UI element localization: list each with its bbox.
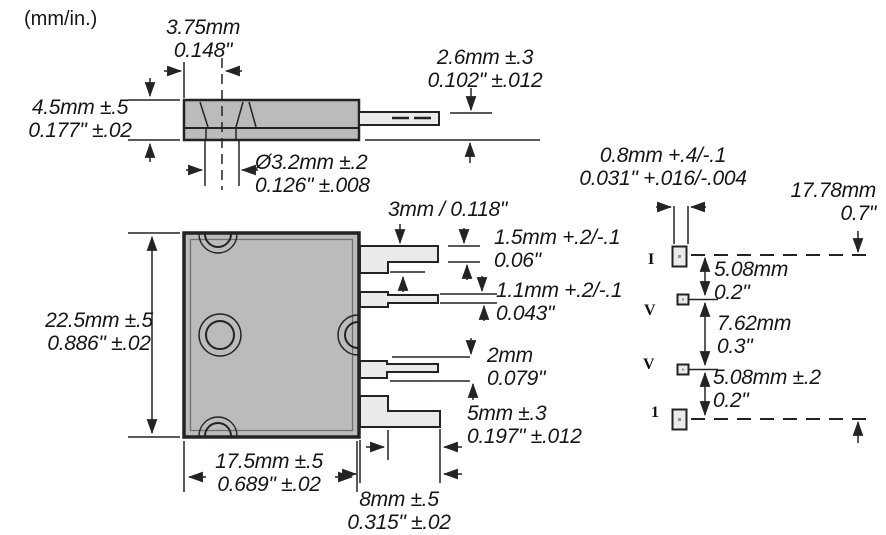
dim-text-line: 0.689" ±.02 xyxy=(217,473,321,496)
dim-lines-lead-tip-width xyxy=(656,201,706,244)
dim-lines-lead2-thickness xyxy=(440,276,497,321)
dim-text-line: 22.5mm ±.5 xyxy=(45,309,153,332)
lead-4 xyxy=(359,395,441,428)
dim-lines-hole-diameter xyxy=(186,141,258,186)
dim-lines-lead3-thickness xyxy=(390,338,479,400)
bottom-notch xyxy=(198,416,238,437)
dim-text-line: 1.5mm +.2/-.1 xyxy=(494,226,621,249)
dim-hole-diameter: Ø3.2mm ±.2 0.126" ±.008 xyxy=(255,151,370,197)
dim-text-line: 0.043" xyxy=(496,302,555,325)
dim-lines-hole-offset xyxy=(164,62,242,98)
dim-lead-standoff: 2.6mm ±.3 0.102" ±.012 xyxy=(428,46,543,92)
pin-label-3: V xyxy=(643,356,655,373)
dim-text-line: 2.6mm ±.3 xyxy=(436,46,534,69)
dim-text-line: 17.78mm xyxy=(790,179,877,202)
dim-lines-lead1-thickness xyxy=(448,228,480,280)
dim-lines-body-thickness xyxy=(128,78,180,162)
dim-text-line: 0.126" ±.008 xyxy=(255,174,370,197)
front-view-leads xyxy=(359,245,441,428)
top-notch xyxy=(198,233,238,254)
dim-text-line: 5.08mm xyxy=(714,258,789,281)
lead-2 xyxy=(359,291,439,308)
dim-text-line: 0.031" +.016/-.004 xyxy=(579,167,747,190)
dim-lines-pin-pitch xyxy=(688,256,718,417)
dim-body-thickness: 4.5mm ±.5 0.177" ±.02 xyxy=(28,96,132,142)
front-view-inner-edge xyxy=(189,238,354,432)
dim-hole-offset: 3.75mm 0.148" xyxy=(166,16,240,62)
dim-text-line: 17.5mm ±.5 xyxy=(215,450,323,473)
dim-lead-tip-length: 5mm ±.3 0.197" ±.012 xyxy=(467,402,582,448)
dim-text-line: 0.06" xyxy=(494,249,541,272)
pin-label-1: I xyxy=(648,251,655,268)
mounting-hole xyxy=(198,313,242,357)
dim-pitch-2-3: 7.62mm 0.3" xyxy=(717,312,791,358)
dim-lead1-thickness: 1.5mm +.2/-.1 0.06" xyxy=(494,226,621,272)
dim-lines-lead-base xyxy=(390,224,425,292)
dim-text-line: 7.62mm xyxy=(717,312,792,335)
dim-lead-base: 3mm / 0.118" xyxy=(388,198,507,221)
edge-half-hole xyxy=(337,314,359,356)
dim-lines-body-width xyxy=(183,441,358,492)
dim-text-line: 3.75mm xyxy=(165,16,241,39)
side-view xyxy=(128,58,540,190)
dim-text-line: 0.197" ±.012 xyxy=(467,425,582,448)
dim-text-line: 4.5mm ±.5 xyxy=(31,96,129,119)
dim-text-line: 0.7" xyxy=(840,202,877,225)
dim-pitch-1-2: 5.08mm 0.2" xyxy=(714,258,788,304)
side-view-body xyxy=(182,98,361,142)
dim-text-line: 0.2" xyxy=(714,281,750,304)
dim-lead-tip-width: 0.8mm +.4/-.1 0.031" +.016/-.004 xyxy=(579,144,747,190)
dim-text-line: 0.177" ±.02 xyxy=(28,119,132,142)
pin-label-2: V xyxy=(644,302,656,319)
dim-text-line: 5.08mm ±.2 xyxy=(713,366,821,389)
dim-text-line: 8mm ±.5 xyxy=(359,488,439,511)
pin-label-4: 1 xyxy=(651,404,659,421)
dim-span-total: 17.78mm 0.7" xyxy=(790,179,877,225)
units-note: (mm/in.) xyxy=(24,8,97,31)
dim-lines-body-height xyxy=(128,232,180,438)
dim-text-line: 0.315" ±.02 xyxy=(347,511,451,534)
dim-text-line: 0.8mm +.4/-.1 xyxy=(599,144,727,167)
dim-lines-lead-standoff xyxy=(365,88,540,163)
dim-text-line: 0.3" xyxy=(717,335,753,358)
front-view xyxy=(128,224,497,492)
dim-text-line: Ø3.2mm ±.2 xyxy=(255,151,368,174)
dim-body-height: 22.5mm ±.5 0.886" ±.02 xyxy=(45,309,153,355)
dim-lines-lead-tip-length xyxy=(366,429,462,483)
front-view-body xyxy=(182,231,361,439)
dim-lead2-thickness: 1.1mm +.2/-.1 0.043" xyxy=(496,279,623,325)
dim-text-line: 1.1mm +.2/-.1 xyxy=(496,279,623,302)
dim-text-line: 5mm ±.3 xyxy=(467,402,547,425)
dim-text-line: 3mm / 0.118" xyxy=(388,198,508,221)
dim-lead3-thickness: 2mm 0.079" xyxy=(487,344,546,390)
dim-lead-length: 8mm ±.5 0.315" ±.02 xyxy=(347,488,451,534)
units-note-text: (mm/in.) xyxy=(24,8,98,30)
pin-spacing-view xyxy=(656,201,874,443)
hole-chamfer-lines xyxy=(199,101,257,139)
dim-pitch-3-4: 5.08mm ±.2 0.2" xyxy=(713,366,821,412)
dim-text-line: 0.2" xyxy=(713,389,749,412)
dim-text-line: 0.102" ±.012 xyxy=(427,69,543,92)
dim-body-width: 17.5mm ±.5 0.689" ±.02 xyxy=(215,450,323,496)
lead-3 xyxy=(359,360,439,379)
dim-text-line: 0.886" ±.02 xyxy=(47,332,151,355)
dim-text-line: 0.148" xyxy=(173,39,233,62)
dim-text-line: 2mm xyxy=(487,344,533,367)
dim-text-line: 0.079" xyxy=(487,367,546,390)
lead-1 xyxy=(359,245,439,274)
